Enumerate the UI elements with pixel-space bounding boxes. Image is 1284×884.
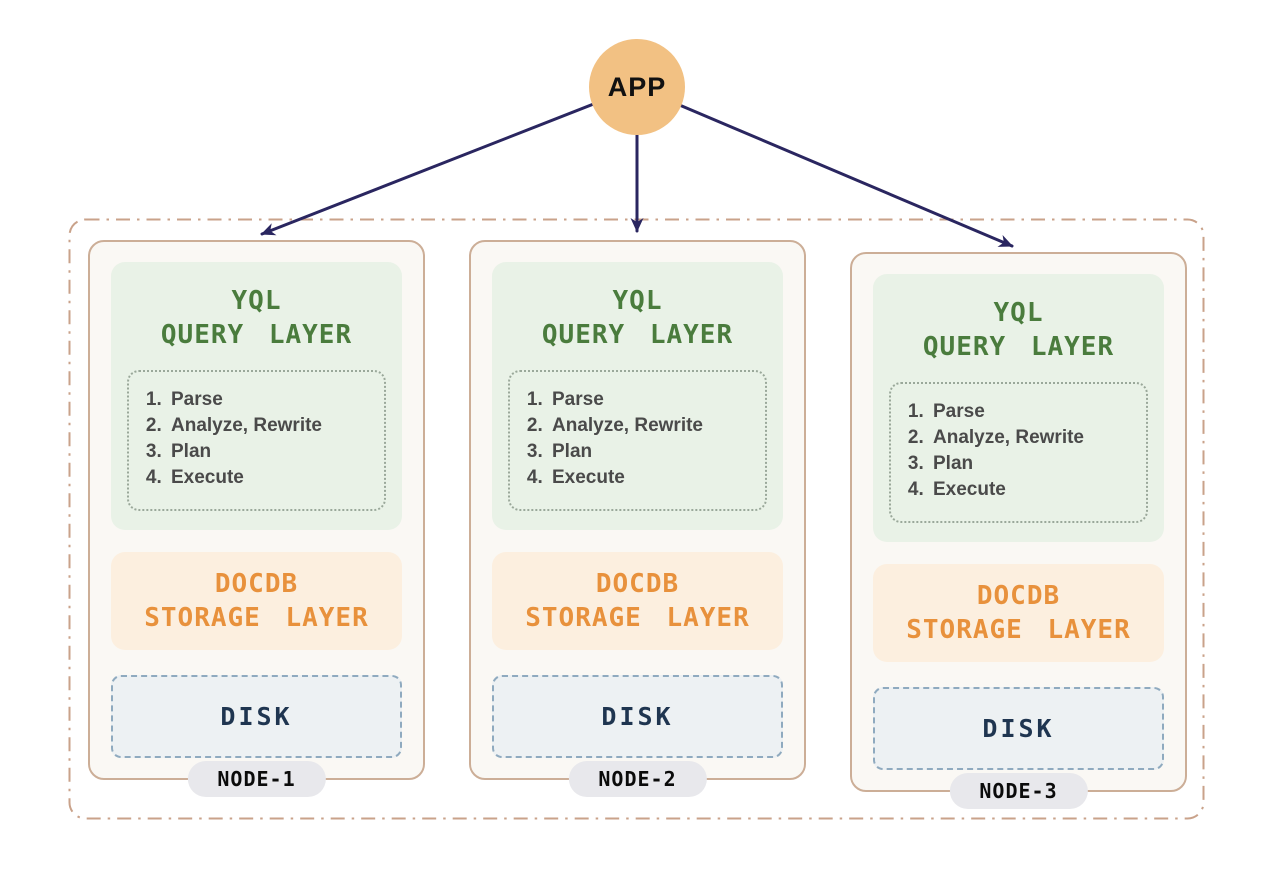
query-step: Analyze, Rewrite [167, 413, 378, 439]
query-step: Execute [548, 465, 759, 491]
yql-title-line2: QUERY LAYER [160, 320, 353, 350]
node-pill-1: NODE-1 [187, 761, 326, 797]
yql-title: YQL QUERY LAYER [508, 284, 767, 352]
query-step: Execute [167, 465, 378, 491]
disk-label: DISK [982, 714, 1055, 743]
node-card-3: YQL QUERY LAYER Parse Analyze, Rewrite P… [850, 252, 1187, 809]
query-step: Parse [929, 399, 1140, 425]
yql-title: YQL QUERY LAYER [889, 296, 1148, 364]
docdb-title: DOCDB STORAGE LAYER [525, 567, 750, 635]
docdb-title-line1: DOCDB [595, 569, 680, 599]
disk-label: DISK [601, 702, 674, 731]
yql-title-line2: QUERY LAYER [541, 320, 734, 350]
docdb-storage-layer-2: DOCDB STORAGE LAYER [492, 552, 783, 650]
docdb-title-line2: STORAGE LAYER [906, 615, 1131, 645]
disk-box-2: DISK [492, 675, 783, 758]
query-step: Plan [167, 439, 378, 465]
query-step: Analyze, Rewrite [548, 413, 759, 439]
node-label: NODE-3 [979, 779, 1058, 803]
app-node: APP [589, 39, 685, 135]
yql-title: YQL QUERY LAYER [127, 284, 386, 352]
yql-title-line1: YQL [231, 286, 282, 316]
query-step: Execute [929, 477, 1140, 503]
docdb-title-line2: STORAGE LAYER [525, 603, 750, 633]
yql-query-layer-1: YQL QUERY LAYER Parse Analyze, Rewrite P… [111, 262, 402, 530]
cluster-container: YQL QUERY LAYER Parse Analyze, Rewrite P… [68, 218, 1205, 820]
docdb-title: DOCDB STORAGE LAYER [906, 579, 1131, 647]
docdb-title-line1: DOCDB [976, 581, 1061, 611]
app-node-label: APP [607, 71, 667, 102]
docdb-storage-layer-1: DOCDB STORAGE LAYER [111, 552, 402, 650]
yql-query-layer-2: YQL QUERY LAYER Parse Analyze, Rewrite P… [492, 262, 783, 530]
node-card-2: YQL QUERY LAYER Parse Analyze, Rewrite P… [469, 240, 806, 797]
query-steps-box: Parse Analyze, Rewrite Plan Execute [889, 382, 1148, 523]
disk-box-3: DISK [873, 687, 1164, 770]
node-cards-row: YQL QUERY LAYER Parse Analyze, Rewrite P… [68, 218, 1205, 820]
query-steps-list: Parse Analyze, Rewrite Plan Execute [891, 399, 1140, 503]
node-pill-2: NODE-2 [568, 761, 707, 797]
node-pill-3: NODE-3 [949, 773, 1088, 809]
node-label: NODE-2 [598, 767, 677, 791]
node-label: NODE-1 [217, 767, 296, 791]
disk-box-1: DISK [111, 675, 402, 758]
disk-label: DISK [220, 702, 293, 731]
docdb-title-line1: DOCDB [214, 569, 299, 599]
query-steps-box: Parse Analyze, Rewrite Plan Execute [508, 370, 767, 511]
query-step: Parse [548, 387, 759, 413]
node-card-1: YQL QUERY LAYER Parse Analyze, Rewrite P… [88, 240, 425, 797]
query-steps-list: Parse Analyze, Rewrite Plan Execute [129, 387, 378, 491]
query-step: Plan [548, 439, 759, 465]
query-step: Analyze, Rewrite [929, 425, 1140, 451]
query-step: Parse [167, 387, 378, 413]
query-step: Plan [929, 451, 1140, 477]
yql-query-layer-3: YQL QUERY LAYER Parse Analyze, Rewrite P… [873, 274, 1164, 542]
docdb-storage-layer-3: DOCDB STORAGE LAYER [873, 564, 1164, 662]
yql-title-line1: YQL [612, 286, 663, 316]
docdb-title-line2: STORAGE LAYER [144, 603, 369, 633]
query-steps-box: Parse Analyze, Rewrite Plan Execute [127, 370, 386, 511]
yql-title-line2: QUERY LAYER [922, 332, 1115, 362]
query-steps-list: Parse Analyze, Rewrite Plan Execute [510, 387, 759, 491]
arrow-app-node1 [260, 85, 639, 236]
docdb-title: DOCDB STORAGE LAYER [144, 567, 369, 635]
yql-title-line1: YQL [993, 298, 1044, 328]
